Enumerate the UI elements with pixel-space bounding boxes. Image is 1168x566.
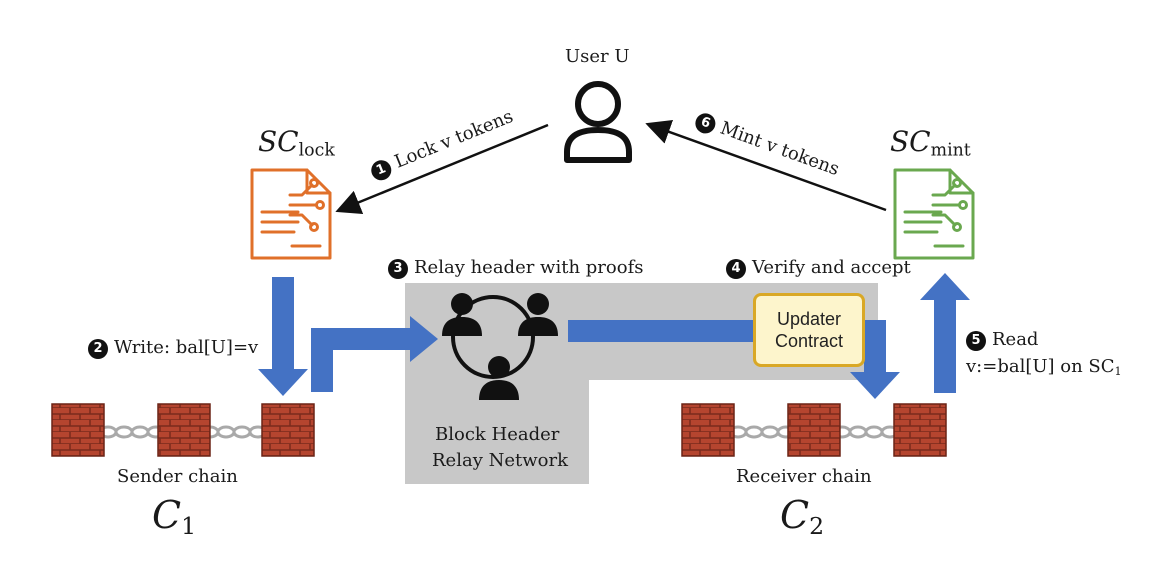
brick-block-icon (681, 403, 735, 457)
step-5-detail: v:=bal[U] on SC1 (966, 356, 1122, 378)
brick-block-icon (157, 403, 211, 457)
brick-block-icon (261, 403, 315, 457)
step-3-badge: 3 (388, 259, 408, 279)
mint-arrow (645, 120, 887, 212)
sc-lock-label: SClock (258, 125, 335, 161)
receiver-chain-symbol: C2 (780, 493, 825, 540)
brick-block-icon (51, 403, 105, 457)
step-5-badge: 5 (966, 331, 986, 351)
receiver-chain-blocks (681, 403, 947, 457)
updater-contract-box: Updater Contract (753, 293, 865, 367)
receiver-chain-label: Receiver chain (736, 466, 872, 487)
relay-network-icon (442, 293, 558, 400)
contract-mint-icon (893, 168, 975, 260)
updater-line-1: Updater (776, 308, 842, 329)
sender-chain-blocks (51, 403, 315, 457)
contract-lock-icon (250, 168, 332, 260)
user-label: User U (565, 46, 630, 67)
lock-arrow (335, 123, 549, 215)
updater-line-2: Contract (774, 331, 844, 351)
step-4-badge: 4 (726, 259, 746, 279)
sc-mint-label: SCmint (890, 125, 971, 161)
sender-chain-symbol: C1 (152, 493, 197, 540)
relay-label-line-1: Block Header (435, 424, 560, 445)
user-icon (564, 81, 632, 163)
relay-label-line-2: Relay Network (432, 450, 568, 471)
brick-block-icon (787, 403, 841, 457)
sender-chain-label: Sender chain (117, 466, 238, 487)
step-2-badge: 2 (88, 339, 108, 359)
brick-block-icon (893, 403, 947, 457)
